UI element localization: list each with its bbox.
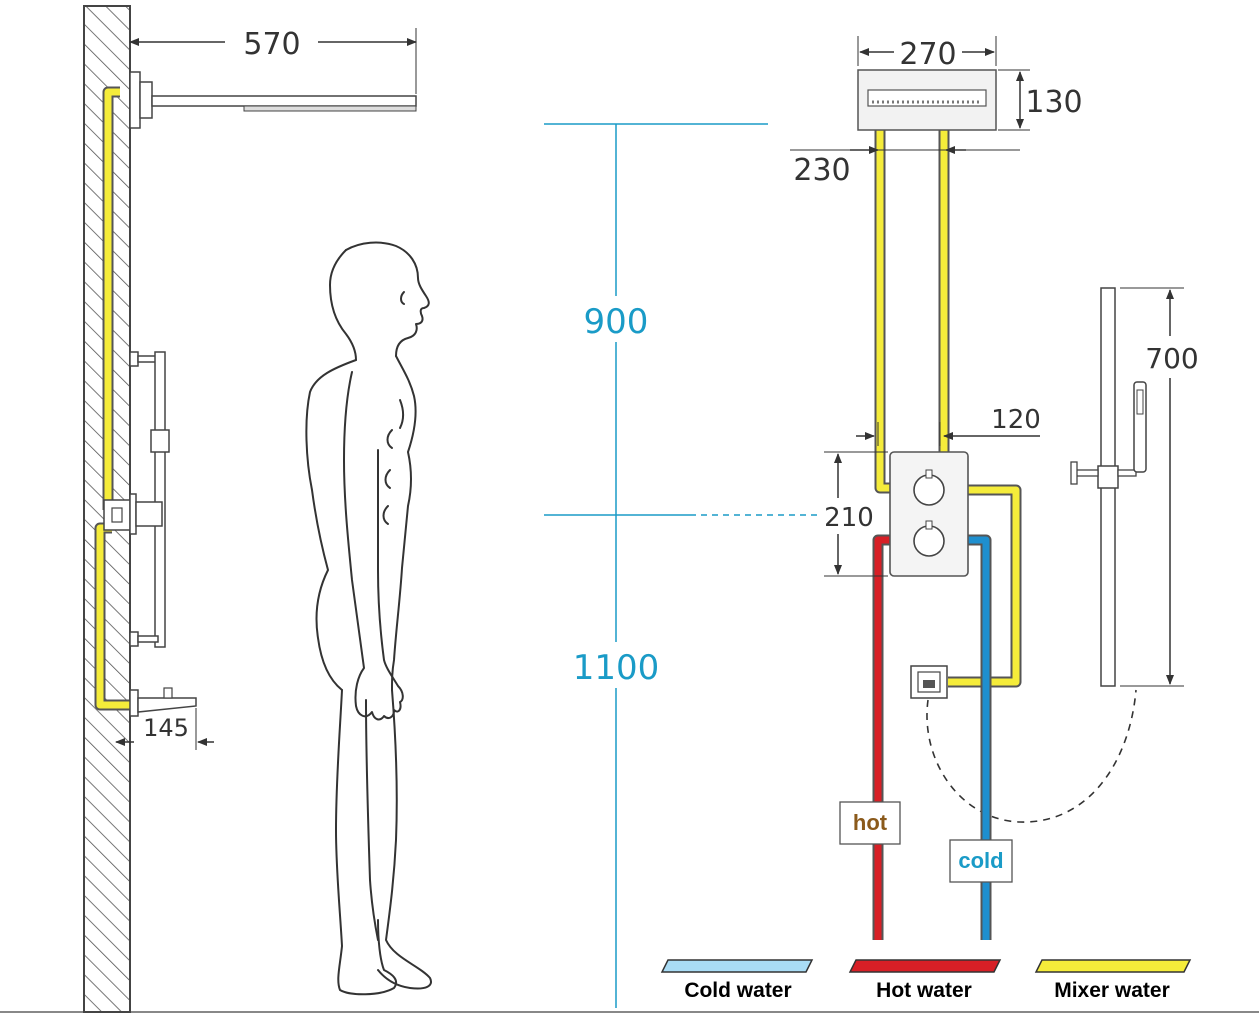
dimension-570-label: 570 — [243, 27, 300, 62]
dimension-230: 230 — [790, 146, 1020, 188]
dimension-145: 145 — [115, 708, 214, 750]
dimension-230-label: 230 — [793, 153, 850, 188]
cold-label-box: cold — [949, 839, 1013, 883]
dimension-270-label: 270 — [899, 37, 956, 72]
dimension-570: 570 — [129, 27, 417, 94]
handshower-hose — [926, 689, 1137, 823]
overhead-shower-side — [129, 71, 417, 129]
dimension-900-label: 900 — [584, 302, 649, 342]
spout-side — [129, 687, 197, 717]
dimension-120: 120 — [856, 405, 1041, 446]
shower-head-front — [857, 69, 997, 131]
temperature-handle — [913, 474, 945, 506]
hot-pipe — [872, 534, 890, 940]
wall-outlet-elbow — [910, 665, 948, 699]
flow-handle — [913, 525, 945, 557]
thermostatic-valve-front — [889, 451, 969, 577]
legend-item-cold: Cold water — [660, 959, 814, 1002]
valve-side — [103, 493, 163, 535]
legend-mixer-label: Mixer water — [1054, 979, 1170, 1002]
legend: Cold water Hot water Mixer water — [660, 959, 1192, 1002]
dimension-700-label: 700 — [1145, 342, 1198, 375]
dimension-1100-label: 1100 — [573, 648, 660, 688]
cold-label: cold — [958, 848, 1003, 873]
slide-rail-front — [1070, 287, 1137, 687]
dimension-145-label: 145 — [143, 714, 189, 742]
dimension-210-label: 210 — [824, 503, 874, 533]
dimension-270: 270 — [857, 36, 997, 72]
hand-shower-front — [1133, 381, 1147, 473]
legend-hot-label: Hot water — [876, 979, 972, 1002]
dimension-700: 700 — [1120, 287, 1199, 687]
height-dimensions: 900 1100 — [544, 123, 830, 1008]
dimension-130-label: 130 — [1025, 85, 1082, 120]
legend-item-hot: Hot water — [848, 959, 1002, 1002]
legend-item-mixer: Mixer water — [1034, 959, 1192, 1002]
mixer-pipes-to-head — [874, 130, 950, 494]
dimension-130: 130 — [998, 69, 1083, 131]
legend-cold-label: Cold water — [684, 979, 791, 1002]
dimension-120-label: 120 — [991, 405, 1041, 435]
dimension-210: 210 — [820, 451, 888, 577]
slide-bar-side — [129, 351, 170, 648]
hot-label-box: hot — [839, 801, 901, 845]
human-figure — [305, 241, 432, 996]
cold-pipe — [968, 534, 992, 940]
hot-label: hot — [853, 810, 888, 835]
